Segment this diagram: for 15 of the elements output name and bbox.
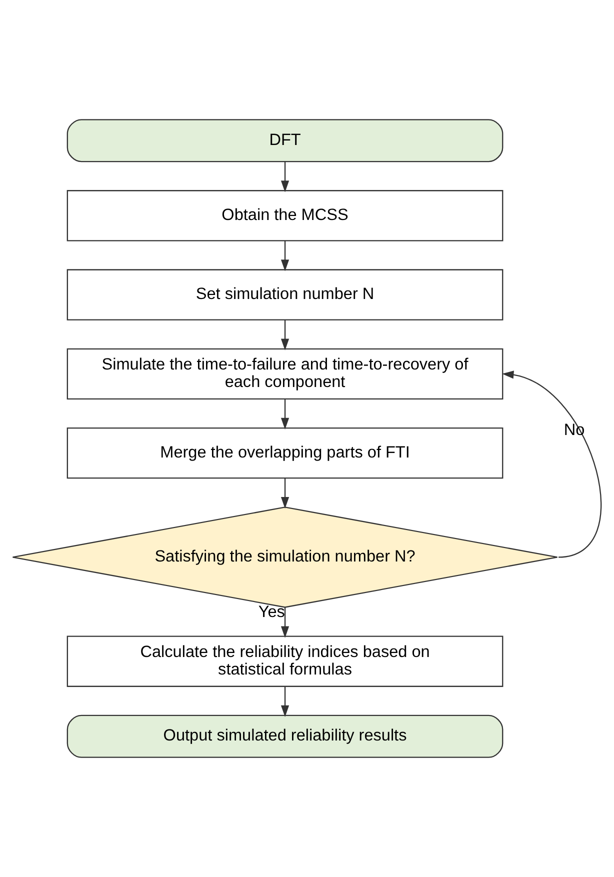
arrow xyxy=(280,478,290,509)
node-box: Set simulation number N xyxy=(66,269,504,320)
arrow xyxy=(502,370,602,558)
node-box: Obtain the MCSS xyxy=(66,190,504,242)
arrow xyxy=(280,162,290,192)
arrow xyxy=(280,686,290,717)
node-box: Calculate the reliability indices based on statistical formulas xyxy=(66,636,504,687)
node-box: DFT xyxy=(66,119,504,162)
arrow xyxy=(280,607,290,638)
arrow xyxy=(280,320,290,350)
arrow xyxy=(280,240,290,272)
node-box: Merge the overlapping parts of FTI xyxy=(66,427,504,479)
arrow xyxy=(280,398,290,430)
node-box: Output simulated reliability results xyxy=(66,714,504,758)
node-box: Simulate the time-to-failure and time-to-recovery of each component xyxy=(66,348,504,400)
